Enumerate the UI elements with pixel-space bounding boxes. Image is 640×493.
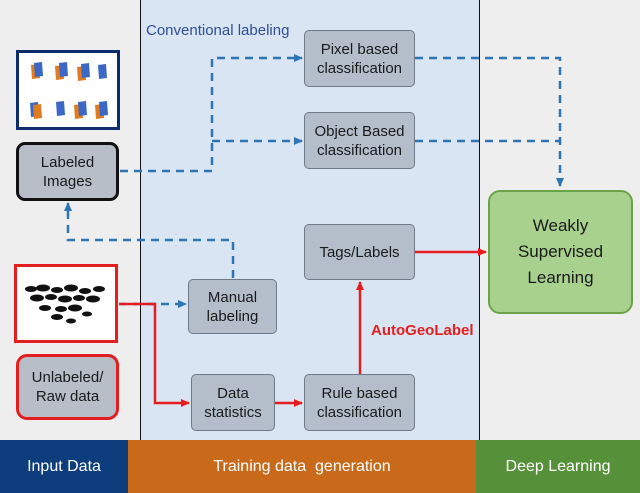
labeled-images-box: Labeled Images: [16, 142, 119, 201]
footer-input-data-label: Input Data: [27, 457, 101, 475]
manual-labeling-box: Manual labeling: [188, 279, 277, 334]
weakly-supervised-learning-box: Weakly Supervised Learning: [488, 190, 633, 314]
pixel-to-weak-arrow: [415, 56, 564, 187]
raw-data-blobs: [25, 284, 105, 324]
pixel-based-classification-label: Pixel based classification: [316, 40, 403, 77]
labeled-images-label: Labeled Images: [40, 153, 95, 190]
object-based-classification-label: Object Based classification: [314, 122, 405, 159]
rule-based-classification-label: Rule based classification: [316, 384, 403, 421]
flow-arrows: [64, 54, 564, 407]
unlabeled-raw-data-box: Unlabeled/ Raw data: [16, 354, 119, 420]
conventional-labeling-title: Conventional labeling: [146, 22, 290, 39]
object-based-classification-box: Object Based classification: [304, 112, 415, 169]
weakly-supervised-learning-label: Weakly Supervised Learning: [517, 216, 604, 287]
footer-deep-learning-label: Deep Learning: [505, 457, 611, 475]
data-statistics-label: Data statistics: [204, 384, 262, 421]
autogeolabel-label: AutoGeoLabel: [371, 322, 474, 339]
labeled-images-thumbnail: [16, 50, 120, 130]
labeled-image-tiles: [30, 62, 108, 119]
tags-labels-box: Tags/Labels: [304, 224, 415, 280]
data-statistics-box: Data statistics: [191, 374, 275, 431]
unlabeled-raw-data-label: Unlabeled/ Raw data: [31, 369, 104, 405]
footer-deep-learning: Deep Learning: [476, 440, 640, 493]
footer-training-label: Training data generation: [213, 457, 391, 475]
tags-labels-label: Tags/Labels: [319, 243, 400, 261]
raw-to-datastats-arrow: [119, 302, 190, 407]
labeled-tile-row-bottom: [30, 101, 108, 119]
pixel-based-classification-box: Pixel based classification: [304, 30, 415, 87]
rule-based-classification-box: Rule based classification: [304, 374, 415, 431]
labeled-to-pixel-arrow: [120, 54, 303, 173]
footer-training-data-generation: Training data generation: [128, 440, 476, 493]
footer-input-data: Input Data: [0, 440, 128, 493]
raw-data-thumbnail: [14, 264, 118, 343]
manual-labeling-label: Manual labeling: [206, 288, 259, 325]
manual-to-labeled-arrow: [64, 202, 235, 278]
labeled-tile-row-top: [31, 62, 107, 81]
